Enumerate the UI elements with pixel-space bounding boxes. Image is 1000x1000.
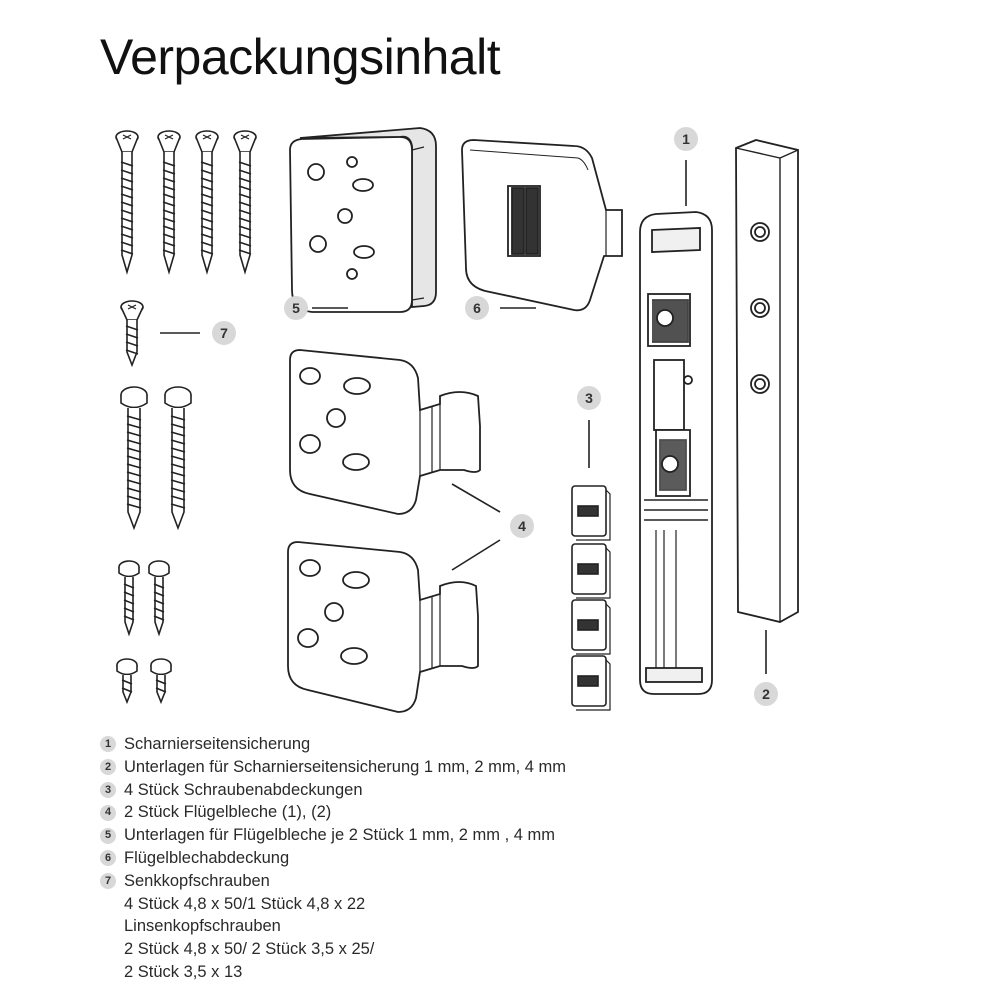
callout-4-badge (510, 514, 534, 538)
legend-item: 1 Scharnierseitensicherung (100, 733, 566, 756)
legend-text: Unterlagen für Flügelbleche je 2 Stück 1… (124, 826, 555, 845)
legend-text: Unterlagen für Scharnierseitensicherung … (124, 757, 567, 776)
wing-plate-shims (289, 127, 437, 313)
callout-5: 5 (292, 300, 300, 316)
callout-1-badge (674, 127, 698, 151)
legend-continuation-line: 2 Stück 3,5 x 13 (124, 962, 243, 981)
legend-text: Scharnierseitensicherung (124, 735, 311, 753)
legend-item: 4 2 Stück Flügelbleche (1), (2) (100, 801, 566, 824)
legend-text: 2 Stück Flügelbleche (1), (2) (124, 803, 332, 822)
page-title: Verpackungsinhalt (100, 29, 501, 85)
screw-icon (115, 130, 139, 275)
panhead-screws-medium (118, 560, 170, 637)
legend-continuation-line: Linsenkopfschrauben (124, 917, 281, 936)
callout-1: 1 (682, 131, 690, 147)
callout-7-badge (212, 321, 236, 345)
legend-text: Flügelblechabdeckung (124, 848, 290, 867)
panhead-screws-short (116, 658, 172, 705)
wing-plate-2 (287, 541, 479, 713)
countersunk-screws-long (115, 130, 257, 275)
legend-item: 6 Flügelblechabdeckung (100, 847, 566, 870)
legend-text: Senkkopfschrauben (124, 871, 270, 890)
callout-5-badge (284, 296, 308, 320)
hinge-side-guard (639, 211, 713, 695)
legend-number-badge: 2 (100, 759, 116, 776)
legend-continuation-line: 4 Stück 4,8 x 50/1 Stück 4,8 x 22 (124, 894, 366, 913)
legend-number-badge: 6 (100, 850, 116, 867)
legend-text: 4 Stück Schraubenabdeckungen (124, 780, 363, 799)
legend-number-badge: 5 (100, 827, 116, 844)
callout-3-badge (577, 386, 601, 410)
legend-number-badge: 7 (100, 873, 116, 890)
callout-2: 2 (762, 686, 770, 702)
screw-icon (233, 130, 257, 275)
callout-4: 4 (518, 518, 526, 534)
legend-number-badge: 1 (100, 736, 116, 753)
screw-icon (157, 130, 181, 275)
callout-3: 3 (585, 390, 593, 406)
legend-item: 5 Unterlagen für Flügelbleche je 2 Stück … (100, 824, 566, 847)
parts-diagram: 7 (115, 127, 799, 713)
wing-plate-1 (289, 349, 481, 515)
callout-6-badge (465, 296, 489, 320)
legend-continuation-line: 2 Stück 4,8 x 50/ 2 Stück 3,5 x 25/ (124, 940, 375, 959)
legend-item: 7 Senkkopfschrauben (100, 870, 566, 893)
screw-covers (571, 485, 611, 711)
legend-number-badge: 3 (100, 781, 116, 798)
legend-item: 2 Unterlagen für Scharnierseitensicherung… (100, 756, 566, 779)
callout-6: 6 (473, 300, 481, 316)
countersunk-screw-short (120, 300, 144, 368)
callout-2-badge (754, 682, 778, 706)
wing-plate-cover (461, 139, 623, 312)
panhead-screws-long (120, 386, 192, 531)
screw-icon (195, 130, 219, 275)
legend-item: 3 4 Stück Schraubenabdeckungen (100, 779, 566, 802)
callout-7: 7 (220, 325, 228, 341)
hinge-guard-shim (735, 139, 799, 623)
legend-number-badge: 4 (100, 804, 116, 821)
